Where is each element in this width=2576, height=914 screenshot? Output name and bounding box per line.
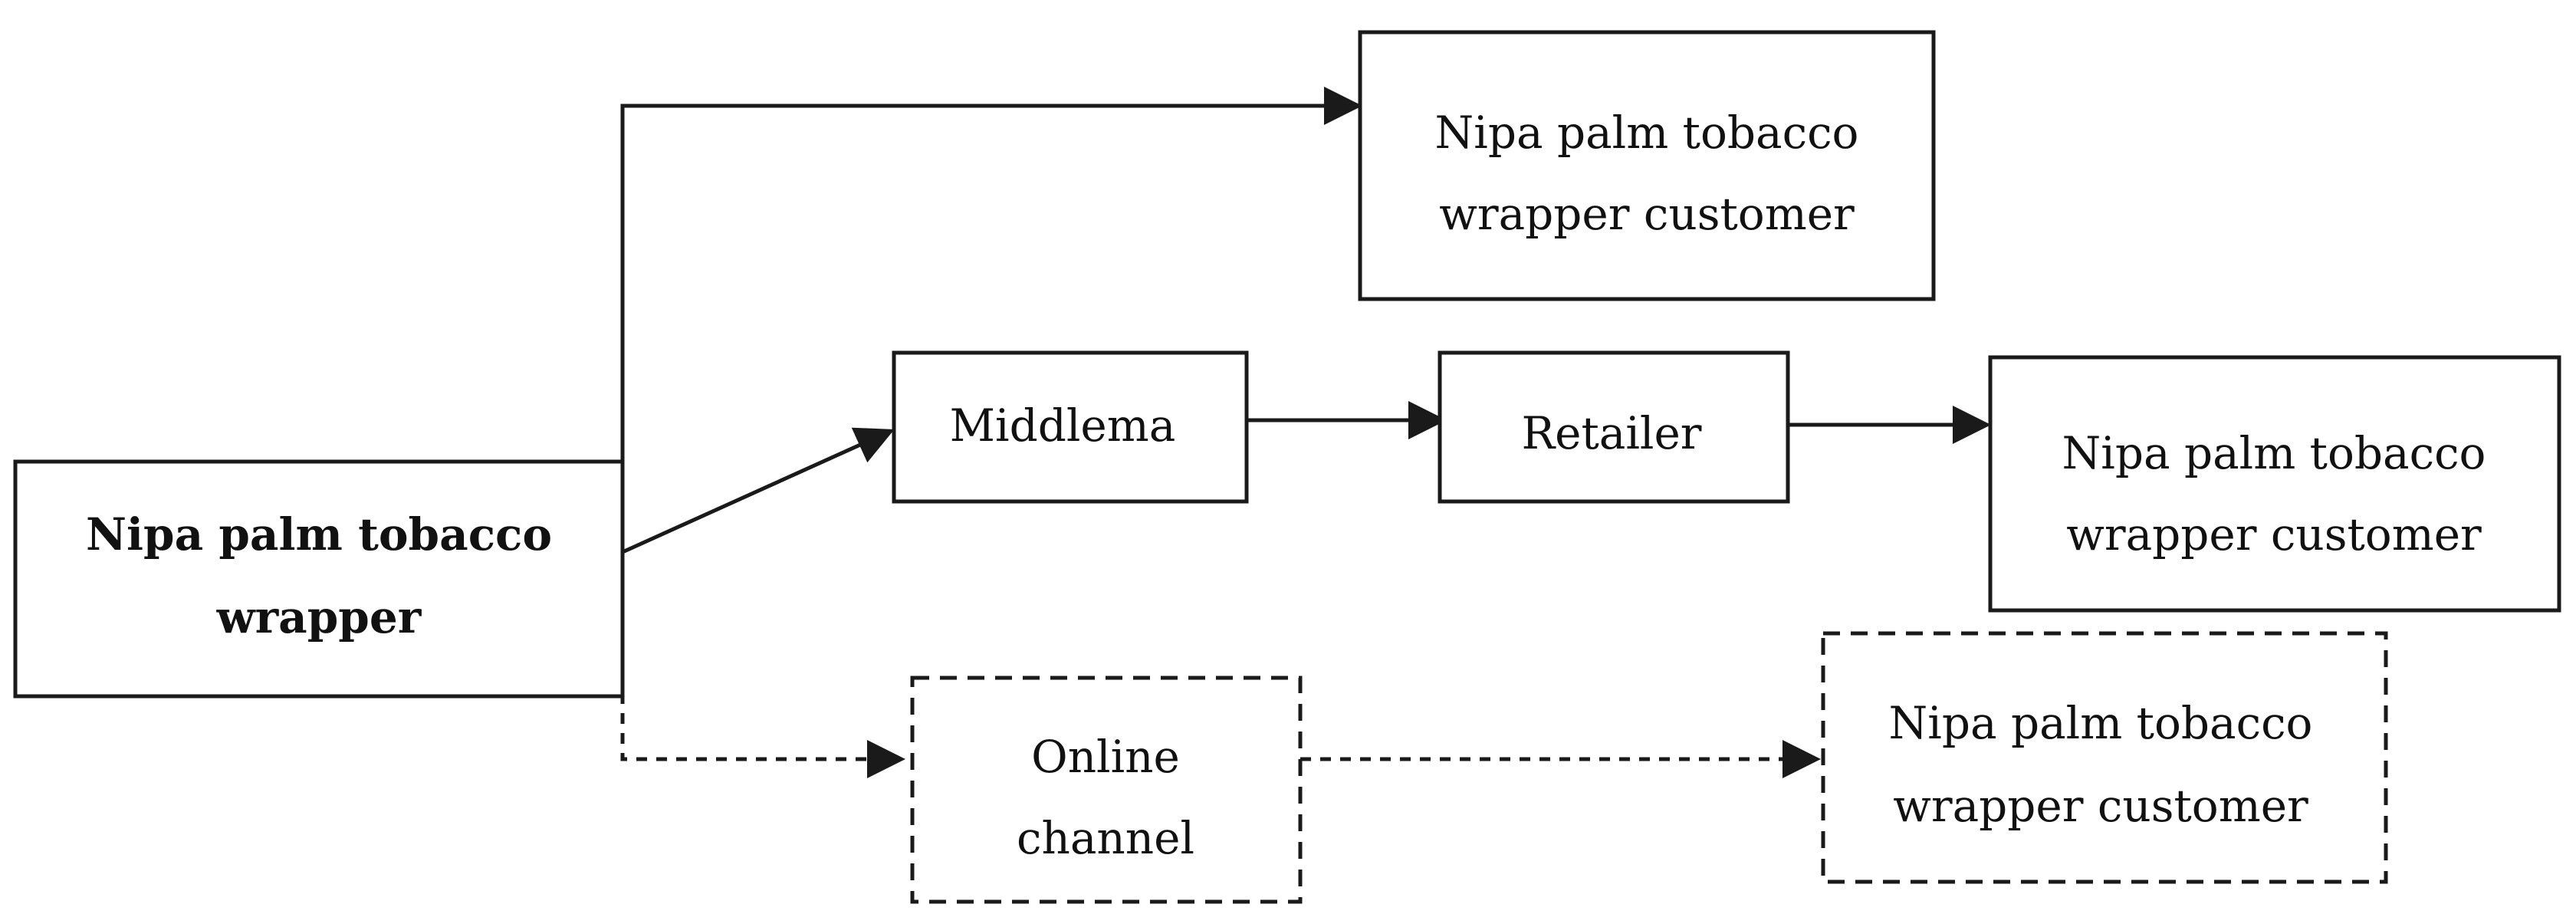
- node-online-customer-line2: wrapper customer: [1893, 780, 2308, 832]
- edge-source-to-online-channel: [620, 613, 905, 778]
- node-source: Nipa palm tobacco wrapper: [13, 459, 625, 699]
- node-retailer-label: Retailer: [1521, 407, 1701, 459]
- node-middleman: Middlema: [892, 350, 1249, 504]
- edge-source-to-middleman: [621, 427, 895, 554]
- node-direct-customer-line2: wrapper customer: [1439, 188, 1855, 240]
- node-middleman-label: Middlema: [950, 399, 1176, 452]
- node-online-channel-line2: channel: [1017, 812, 1194, 864]
- node-online-customer: Nipa palm tobacco wrapper customer: [1821, 631, 2388, 884]
- edge-source-to-direct-customer: [620, 87, 1362, 460]
- node-online-channel: Online channel: [910, 676, 1303, 904]
- node-direct-customer: Nipa palm tobacco wrapper customer: [1358, 30, 1936, 301]
- node-retail-customer-line1: Nipa palm tobacco: [2062, 427, 2486, 479]
- node-direct-customer-line1: Nipa palm tobacco: [1435, 107, 1859, 159]
- node-online-channel-line1: Online: [1031, 731, 1180, 783]
- node-retailer: Retailer: [1438, 350, 1790, 504]
- node-online-customer-line1: Nipa palm tobacco: [1889, 697, 2313, 749]
- node-retail-customer: Nipa palm tobacco wrapper customer: [1988, 355, 2561, 613]
- node-retail-customer-line2: wrapper customer: [2066, 508, 2482, 561]
- node-source-line1: Nipa palm tobacco: [86, 508, 552, 561]
- node-source-line2: wrapper: [216, 591, 422, 643]
